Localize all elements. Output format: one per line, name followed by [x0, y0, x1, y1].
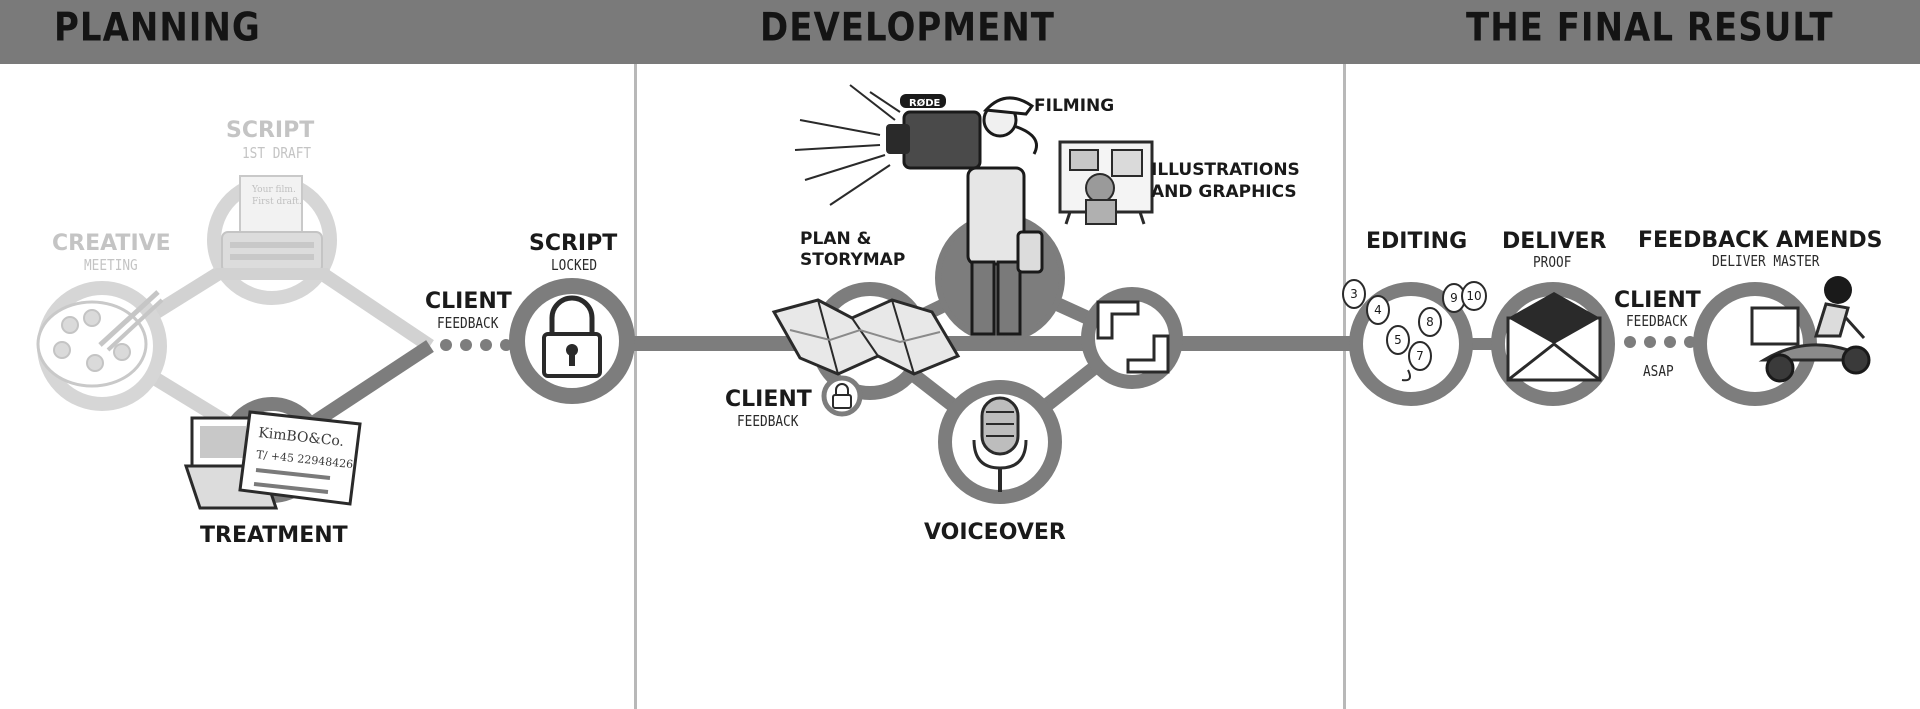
development-client-subtitle: FEEDBACK: [737, 412, 799, 430]
edit-number: 9: [1450, 291, 1458, 305]
deliver-master-subtitle: DELIVER MASTER: [1712, 252, 1820, 270]
treatment-label: TREATMENT: [200, 523, 348, 548]
planning-client-title: CLIENT: [425, 289, 512, 314]
development-client-title: CLIENT: [725, 387, 812, 412]
scooter-courier-icon: [1750, 276, 1871, 383]
creative-meeting-subtitle: MEETING: [84, 256, 138, 274]
storymap-label: STORYMAP: [800, 250, 906, 270]
padlock-icon: [542, 295, 602, 378]
header-bar: [0, 0, 1920, 64]
edit-number: 10: [1466, 289, 1481, 303]
script-draft-subtitle: 1ST DRAFT: [242, 144, 312, 162]
creative-meeting-title: CREATIVE: [52, 231, 171, 256]
palette-icon: [36, 290, 164, 388]
envelope-icon: [1506, 292, 1602, 382]
plan-label: PLAN &: [800, 229, 872, 249]
business-card-icon: [238, 410, 362, 506]
client-feedback-dots: [440, 339, 512, 351]
section-divider: [634, 64, 637, 709]
edit-number: 3: [1350, 287, 1358, 301]
small-padlock-icon: [832, 383, 852, 409]
development-heading: DEVELOPMENT: [760, 5, 1055, 51]
edit-number: 4: [1374, 303, 1382, 317]
edit-numbers: 3 4 5 7 8 9 10: [1350, 287, 1481, 363]
final-client-subtitle: FEEDBACK: [1626, 312, 1688, 330]
edit-number: 7: [1416, 349, 1424, 363]
feedback-amends-title: FEEDBACK AMENDS: [1638, 228, 1883, 253]
flash-rays: [794, 84, 901, 206]
graphics-label: AND GRAPHICS: [1151, 182, 1297, 202]
cameraman-icon: [886, 94, 1044, 336]
deliver-subtitle: PROOF: [1533, 253, 1572, 271]
typewriter-paper-text: Your film.: [251, 185, 296, 195]
planning-heading: PLANNING: [54, 5, 261, 51]
section-divider: [1343, 64, 1346, 709]
typewriter-icon: [214, 175, 330, 280]
script-locked-title: SCRIPT: [529, 231, 618, 256]
illustrator-icon: [1058, 140, 1154, 225]
voiceover-label: VOICEOVER: [924, 520, 1066, 545]
deliver-title: DELIVER: [1502, 229, 1607, 254]
planning-client-subtitle: FEEDBACK: [437, 314, 499, 332]
script-draft-title: SCRIPT: [226, 118, 315, 143]
camera-brand-text: RØDE: [909, 97, 941, 109]
final-result-heading: THE FINAL RESULT: [1466, 5, 1834, 51]
edit-sequence-icon: [1342, 279, 1487, 382]
edit-number: 5: [1394, 333, 1402, 347]
editing-label: EDITING: [1366, 229, 1468, 254]
typewriter-paper-text: First draft.: [252, 197, 302, 207]
client-feedback-dots: [1624, 336, 1696, 348]
final-client-title: CLIENT: [1614, 288, 1701, 313]
map-icon: [771, 298, 961, 376]
framing-hands-icon: [1096, 300, 1170, 374]
asap-label: ASAP: [1643, 362, 1674, 380]
script-locked-subtitle: LOCKED: [551, 256, 598, 274]
edit-number: 8: [1426, 315, 1434, 329]
illustrations-label: ILLUSTRATIONS: [1151, 160, 1300, 180]
filming-label: FILMING: [1034, 96, 1115, 116]
microphone-icon: [972, 396, 1028, 492]
